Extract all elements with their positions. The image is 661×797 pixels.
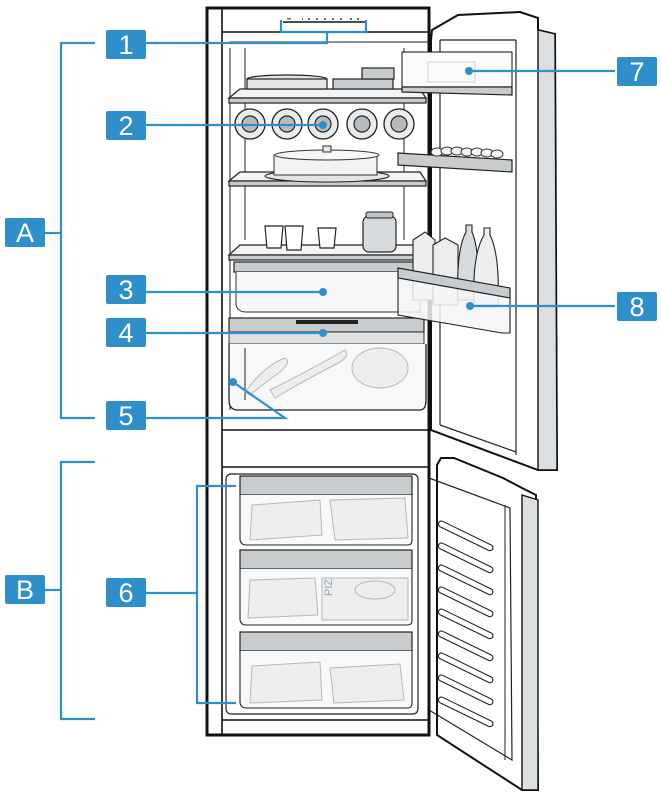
cup-icon — [284, 225, 304, 251]
freezer-door-edge — [521, 494, 539, 791]
fridge-cabinet — [205, 6, 431, 737]
bracket-b — [45, 460, 95, 721]
vegetable-container[interactable] — [228, 344, 427, 411]
dish-icon — [332, 78, 394, 90]
freezer-door[interactable] — [428, 457, 540, 791]
freezer-drawers[interactable]: PIZ — [225, 473, 419, 715]
leek-icon — [269, 349, 348, 399]
frozen-bag-icon — [247, 577, 319, 619]
callout-label-5: 5 — [106, 401, 146, 431]
leader-1 — [145, 20, 368, 45]
section-label-a: A — [5, 218, 45, 248]
frozen-fish-bag-icon — [249, 661, 323, 704]
cabinet-outline — [205, 6, 431, 737]
jar-icon — [362, 215, 397, 253]
vegetable-drawer-lid[interactable] — [228, 317, 425, 345]
callout-label-4: 4 — [106, 318, 146, 348]
door-compartment-butter[interactable] — [401, 51, 513, 96]
pointer-dot-3 — [319, 288, 327, 296]
cup-icon — [317, 227, 337, 249]
svg-text:3: 3 — [118, 275, 133, 305]
control-panel-indicators — [287, 18, 359, 20]
pizza-box-text: PIZ — [323, 579, 335, 596]
glass-shelf-3 — [227, 211, 428, 261]
freezer-door-vents — [437, 520, 494, 728]
svg-text:2: 2 — [118, 111, 133, 141]
freezer-drawer-1[interactable] — [239, 475, 413, 546]
callout-label-6: 6 — [106, 578, 146, 608]
control-panel[interactable] — [283, 18, 366, 23]
broccoli-icon — [351, 347, 409, 389]
pizza-box-icon — [321, 577, 409, 621]
leader-6 — [145, 484, 236, 705]
fridge-door[interactable] — [430, 10, 559, 471]
door-edge — [537, 29, 558, 471]
svg-text:A: A — [16, 218, 34, 248]
section-label-b: B — [5, 575, 45, 605]
bottle-end-5 — [383, 108, 415, 140]
glass-shelf-2 — [227, 145, 428, 187]
freezer-drawer-2[interactable]: PIZ — [239, 549, 413, 626]
frozen-fish-bag-icon — [249, 499, 323, 541]
carrot-icon — [244, 357, 289, 396]
pointer-dot-7 — [465, 67, 473, 75]
svg-text:1: 1 — [118, 30, 133, 60]
small-dish-icon — [361, 67, 395, 80]
pointer-dot-4 — [319, 329, 327, 337]
egg-icons — [430, 146, 504, 159]
cup-icon — [264, 225, 284, 249]
svg-text:6: 6 — [118, 578, 133, 608]
door-egg-tray[interactable] — [397, 146, 513, 173]
callout-label-3: 3 — [106, 275, 146, 305]
frozen-bag-icon — [329, 497, 409, 541]
freezer-drawer-3[interactable] — [239, 631, 413, 709]
fresh-drawer[interactable] — [233, 261, 423, 313]
callout-label-2: 2 — [106, 111, 146, 141]
frozen-whole-fish-icon — [329, 663, 405, 704]
callout-label-7: 7 — [617, 57, 657, 87]
svg-text:4: 4 — [118, 318, 133, 348]
svg-text:7: 7 — [629, 57, 644, 87]
svg-text:5: 5 — [118, 401, 133, 431]
pointer-dot-8 — [466, 302, 474, 310]
plate-body — [246, 78, 328, 90]
leader-5 — [145, 381, 289, 420]
svg-text:B: B — [16, 575, 34, 605]
pointer-dot-2 — [319, 121, 327, 129]
callout-label-8: 8 — [617, 292, 657, 322]
svg-text:8: 8 — [629, 292, 644, 322]
callout-leaders — [145, 20, 615, 705]
pointer-dot-5 — [229, 378, 237, 386]
callout-label-1: 1 — [106, 30, 146, 60]
door-bottle-shelf[interactable] — [397, 224, 511, 334]
bottle-end-4 — [346, 108, 378, 140]
glass-shelf-1 — [227, 67, 428, 104]
bracket-a — [45, 41, 95, 420]
